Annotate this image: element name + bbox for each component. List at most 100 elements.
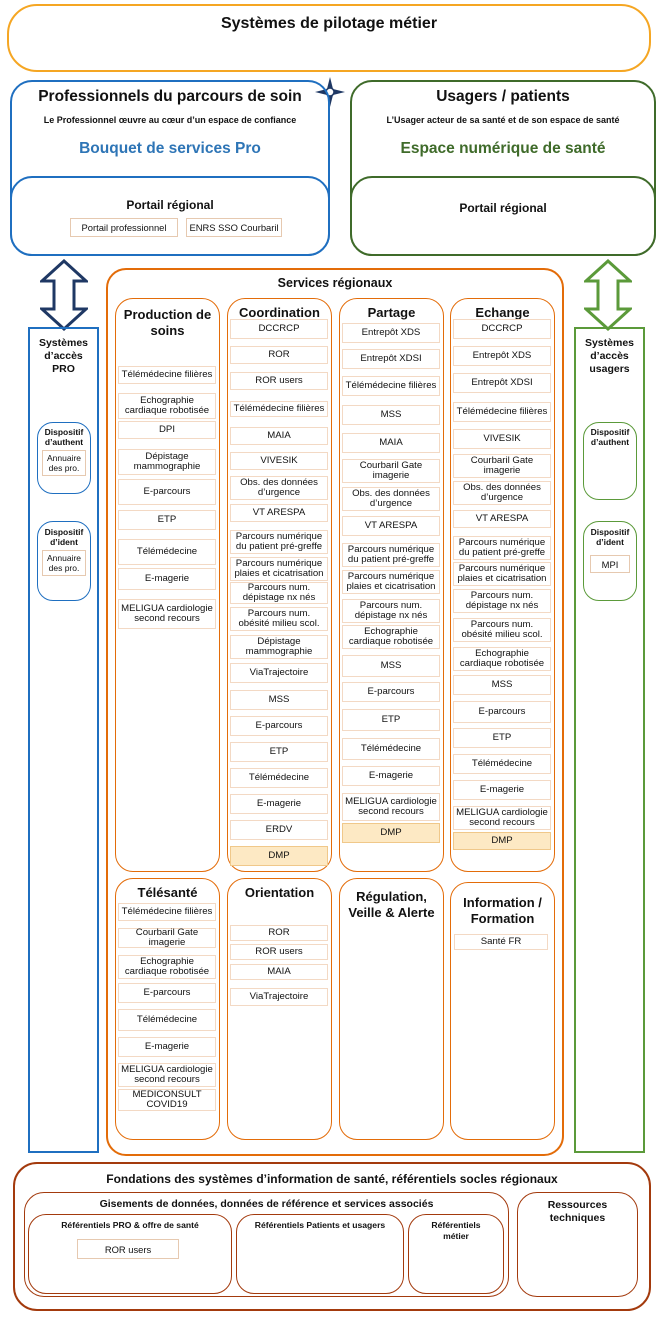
orientation-service-item[interactable]: MAIA: [230, 964, 328, 980]
production-service-item[interactable]: Dépistage mammographie: [118, 449, 216, 475]
partage-service-item[interactable]: Courbaril Gate imagerie: [342, 459, 440, 483]
ror-users-ref-item[interactable]: ROR users: [77, 1239, 179, 1259]
usagers-portal-title: Portail régional: [459, 201, 547, 215]
coordination-service-item[interactable]: E-magerie: [230, 794, 328, 814]
coordination-service-item[interactable]: VT ARESPA: [230, 504, 328, 522]
echange-service-item[interactable]: DMP: [453, 832, 551, 850]
orientation-service-item[interactable]: ViaTrajectoire: [230, 988, 328, 1006]
partage-service-item[interactable]: Télémédecine: [342, 738, 440, 760]
production-service-item[interactable]: Echographie cardiaque robotisée: [118, 393, 216, 419]
coordination-service-item[interactable]: MAIA: [230, 427, 328, 445]
echange-service-item[interactable]: Courbaril Gate imagerie: [453, 454, 551, 478]
information-service-item[interactable]: Santé FR: [454, 934, 548, 950]
echange-service-item[interactable]: Télémédecine: [453, 754, 551, 774]
telesante-service-item[interactable]: Télémédecine filières: [118, 903, 216, 921]
coordination-service-item[interactable]: ERDV: [230, 820, 328, 840]
coordination-service-item[interactable]: Obs. des données d’urgence: [230, 476, 328, 500]
echange-service-item[interactable]: Echographie cardiaque robotisée: [453, 647, 551, 671]
auth-usagers-box: Dispositif d’authent: [583, 422, 637, 500]
echange-service-item[interactable]: VT ARESPA: [453, 510, 551, 528]
partage-service-item[interactable]: MSS: [342, 405, 440, 425]
partage-service-item[interactable]: Télémédecine filières: [342, 376, 440, 396]
partage-service-item[interactable]: MELIGUA cardiologie second recours: [342, 793, 440, 821]
partage-service-item[interactable]: Entrepôt XDS: [342, 323, 440, 343]
mpi-item[interactable]: MPI: [590, 555, 630, 573]
production-service-item[interactable]: Télémédecine filières: [118, 366, 216, 384]
portal-item[interactable]: Portail professionnel: [70, 218, 178, 237]
partage-service-item[interactable]: Parcours numérique plaies et cicatrisati…: [342, 570, 440, 594]
telesante-service-item[interactable]: E-magerie: [118, 1037, 216, 1057]
partage-service-item[interactable]: Parcours num. dépistage nx nés: [342, 599, 440, 623]
partage-service-item[interactable]: DMP: [342, 823, 440, 843]
coordination-service-item[interactable]: Parcours num. obésité milieu scol.: [230, 607, 328, 631]
production-service-item[interactable]: Télémédecine: [118, 539, 216, 565]
telesante-service-item[interactable]: Echographie cardiaque robotisée: [118, 955, 216, 979]
ident-usagers-title: Dispositif d’ident: [590, 527, 630, 547]
partage-service-item[interactable]: MAIA: [342, 433, 440, 453]
telesante-service-item[interactable]: Courbaril Gate imagerie: [118, 928, 216, 948]
coordination-service-item[interactable]: DMP: [230, 846, 328, 866]
production-service-item[interactable]: E-parcours: [118, 479, 216, 505]
telesante-service-item[interactable]: Télémédecine: [118, 1009, 216, 1031]
partage-service-item[interactable]: E-magerie: [342, 766, 440, 786]
pilotage-box: Systèmes de pilotage métier: [7, 4, 651, 72]
partage-service-item[interactable]: ETP: [342, 709, 440, 731]
coordination-service-item[interactable]: DCCRCP: [230, 319, 328, 339]
partage-service-item[interactable]: Echographie cardiaque robotisée: [342, 625, 440, 649]
partage-service-item[interactable]: E-parcours: [342, 682, 440, 702]
echange-service-item[interactable]: Parcours num. dépistage nx nés: [453, 589, 551, 613]
coordination-service-item[interactable]: Dépistage mammographie: [230, 635, 328, 659]
coordination-service-item[interactable]: VIVESIK: [230, 452, 328, 470]
partage-service-item[interactable]: Parcours numérique du patient pré-greffe: [342, 543, 440, 567]
echange-service-item[interactable]: Obs. des données d’urgence: [453, 481, 551, 505]
echange-service-item[interactable]: Télémédecine filières: [453, 402, 551, 422]
usagers-subtitle: L’Usager acteur de sa santé et de son es…: [386, 115, 620, 125]
production-service-item[interactable]: MELIGUA cardiologie second recours: [118, 599, 216, 629]
echange-service-item[interactable]: Entrepôt XDS: [453, 346, 551, 366]
coordination-service-item[interactable]: Télémédecine filières: [230, 401, 328, 417]
production-service-item[interactable]: ETP: [118, 510, 216, 530]
auth-usagers-title: Dispositif d’authent: [590, 427, 630, 447]
telesante-title: Télésanté: [137, 885, 198, 900]
production-service-item[interactable]: E-magerie: [118, 568, 216, 590]
echange-service-item[interactable]: Parcours numérique plaies et cicatrisati…: [453, 562, 551, 586]
coordination-service-item[interactable]: MSS: [230, 690, 328, 710]
ident-pro-box: Dispositif d’ident Annuaire des pro.: [37, 521, 91, 601]
coordination-service-item[interactable]: ROR users: [230, 372, 328, 390]
echange-service-item[interactable]: MSS: [453, 675, 551, 695]
echange-service-item[interactable]: ETP: [453, 728, 551, 748]
partage-service-item[interactable]: Obs. des données d’urgence: [342, 487, 440, 511]
annuaire-pro-item[interactable]: Annuaire des pro.: [42, 550, 86, 576]
ident-pro-title: Dispositif d’ident: [44, 527, 84, 547]
telesante-service-item[interactable]: E-parcours: [118, 983, 216, 1003]
echange-service-item[interactable]: Parcours num. obésité milieu scol.: [453, 618, 551, 642]
col-regulation: Régulation, Veille & Alerte: [339, 878, 444, 1140]
double-arrow-pro-icon: [40, 259, 88, 331]
gisements-title: Gisements de données, données de référen…: [99, 1198, 434, 1210]
orientation-service-item[interactable]: ROR: [230, 925, 328, 941]
echange-service-item[interactable]: Entrepôt XDSI: [453, 373, 551, 393]
coordination-service-item[interactable]: Parcours num. dépistage nx nés: [230, 582, 328, 604]
echange-service-item[interactable]: E-magerie: [453, 780, 551, 800]
production-service-item[interactable]: DPI: [118, 421, 216, 439]
partage-service-item[interactable]: VT ARESPA: [342, 516, 440, 536]
partage-service-item[interactable]: Entrepôt XDSI: [342, 349, 440, 369]
telesante-service-item[interactable]: MELIGUA cardiologie second recours: [118, 1063, 216, 1087]
portal-item[interactable]: ENRS SSO Courbaril: [186, 218, 282, 237]
coordination-service-item[interactable]: Parcours numérique plaies et cicatrisati…: [230, 557, 328, 581]
annuaire-pro-item[interactable]: Annuaire des pro.: [42, 450, 86, 476]
echange-service-item[interactable]: VIVESIK: [453, 429, 551, 449]
coordination-service-item[interactable]: Parcours numérique du patient pré-greffe: [230, 530, 328, 554]
coordination-service-item[interactable]: Télémédecine: [230, 768, 328, 788]
coordination-service-item[interactable]: E-parcours: [230, 716, 328, 736]
echange-service-item[interactable]: MELIGUA cardiologie second recours: [453, 806, 551, 830]
echange-service-item[interactable]: Parcours numérique du patient pré-greffe: [453, 536, 551, 560]
echange-service-item[interactable]: DCCRCP: [453, 319, 551, 339]
coordination-service-item[interactable]: ROR: [230, 346, 328, 364]
coordination-service-item[interactable]: ETP: [230, 742, 328, 762]
echange-service-item[interactable]: E-parcours: [453, 701, 551, 723]
coordination-service-item[interactable]: ViaTrajectoire: [230, 663, 328, 683]
telesante-service-item[interactable]: MEDICONSULT COVID19: [118, 1089, 216, 1111]
partage-service-item[interactable]: MSS: [342, 655, 440, 677]
orientation-service-item[interactable]: ROR users: [230, 944, 328, 960]
